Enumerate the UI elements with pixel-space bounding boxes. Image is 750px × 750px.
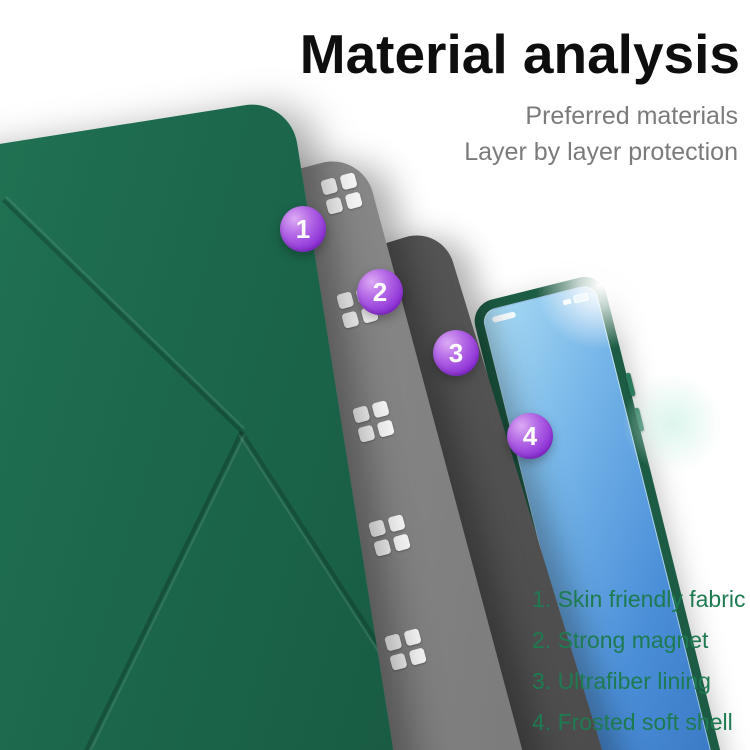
layer-badge-3: 3	[433, 330, 479, 376]
legend-item-3: 3. Ultrafiber lining	[532, 668, 711, 694]
status-icons	[562, 292, 590, 306]
layer-badge-1: 1	[280, 206, 326, 252]
badge-number: 3	[448, 337, 464, 368]
legend-item-2: 2. Strong magnet	[532, 627, 709, 653]
page-subtitle: Preferred materials Layer by layer prote…	[464, 98, 738, 170]
material-legend: 1. Skin friendly fabric 2. Strong magnet…	[532, 579, 745, 743]
magnet-square	[352, 405, 371, 424]
magnet-square	[384, 633, 403, 652]
magnet-square	[336, 291, 355, 310]
legend-item-4: 4. Frosted soft shell	[532, 709, 733, 735]
layer-badge-2: 2	[357, 269, 403, 315]
volume-down-button	[633, 407, 645, 432]
badge-number: 2	[372, 276, 388, 307]
badge-number: 4	[522, 420, 538, 451]
badge-number: 1	[295, 213, 311, 244]
magnet-square	[368, 519, 387, 538]
fold-creases	[2, 195, 445, 750]
subtitle-line-2: Layer by layer protection	[464, 138, 738, 166]
subtitle-line-1: Preferred materials	[525, 102, 738, 130]
status-time-pill	[491, 311, 517, 323]
battery-icon	[572, 292, 590, 304]
status-bar	[491, 292, 590, 324]
volume-up-button	[625, 372, 636, 397]
layer-badge-4: 4	[507, 413, 553, 459]
page-title: Material analysis	[299, 23, 740, 85]
legend-item-1: 1. Skin friendly fabric	[532, 586, 746, 612]
fabric-cover-layer	[0, 98, 447, 750]
signal-icon	[562, 298, 572, 305]
magnet-square	[320, 177, 339, 196]
